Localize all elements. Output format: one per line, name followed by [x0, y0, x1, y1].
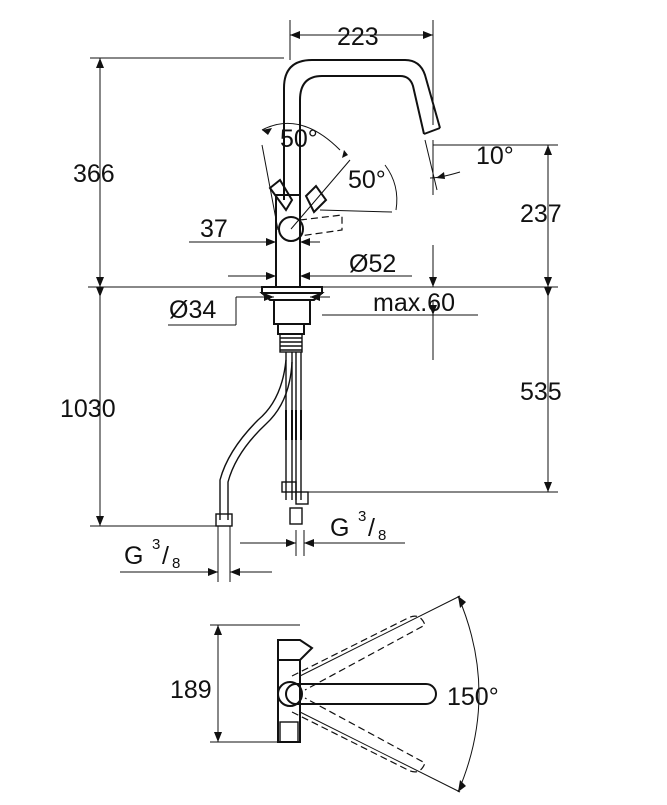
plan-lever-hub — [277, 681, 303, 707]
label-d52: Ø52 — [349, 250, 396, 278]
label-189: 189 — [170, 676, 212, 704]
plan-base — [279, 721, 299, 743]
faucet-side-view — [215, 59, 441, 527]
spout-outer — [283, 59, 441, 200]
lever-hub — [278, 216, 304, 242]
label-535: 535 — [520, 378, 562, 406]
label-angle-10: 10° — [476, 142, 514, 170]
connection-denominator-left: 8 — [172, 555, 180, 572]
svg-text:/: / — [368, 514, 375, 542]
label-d34: Ø34 — [169, 296, 216, 324]
faucet-plan-view — [210, 595, 480, 793]
label-angle-50-upper: 50° — [280, 125, 318, 153]
connection-numerator-left: 3 — [152, 536, 160, 553]
spout-outlet — [423, 127, 441, 135]
mounting-nut — [273, 299, 311, 325]
connection-letter-left: G — [124, 542, 143, 570]
label-366: 366 — [73, 160, 115, 188]
thread-lines — [280, 337, 302, 351]
plan-lever-swing-down — [291, 697, 426, 773]
hose-fitting-3 — [289, 507, 303, 525]
label-223: 223 — [337, 23, 379, 51]
label-150: 150° — [447, 683, 499, 711]
label-max60: max.60 — [373, 289, 455, 317]
label-37: 37 — [200, 215, 228, 243]
label-connection-left: G 3 / 8 — [124, 536, 180, 572]
pullout-hose-fitting — [215, 513, 233, 527]
label-angle-50-lower: 50° — [348, 166, 386, 194]
label-237: 237 — [520, 200, 562, 228]
label-connection-right: G 3 / 8 — [330, 508, 386, 544]
hose-fitting-1 — [281, 481, 297, 493]
lever-base — [268, 178, 294, 212]
pullout-hose-inner — [227, 361, 293, 520]
plan-spout-head — [277, 639, 314, 661]
spout-inner — [299, 75, 425, 200]
svg-text:/: / — [162, 542, 169, 570]
pullout-hose-outer — [219, 359, 287, 520]
lever-swing-outline — [299, 214, 343, 237]
lever-tip — [304, 184, 328, 214]
plan-lever-swing-up — [291, 615, 426, 691]
label-1030: 1030 — [60, 395, 116, 423]
hose-section — [285, 410, 302, 440]
hose-fitting-2 — [295, 491, 309, 505]
connection-letter: G — [330, 514, 349, 542]
threaded-shank — [279, 333, 303, 353]
plan-lever — [285, 683, 437, 705]
shank-top — [277, 323, 305, 335]
dimension-lines — [88, 20, 558, 582]
connection-denominator: 8 — [378, 527, 386, 544]
connection-numerator: 3 — [358, 508, 366, 525]
